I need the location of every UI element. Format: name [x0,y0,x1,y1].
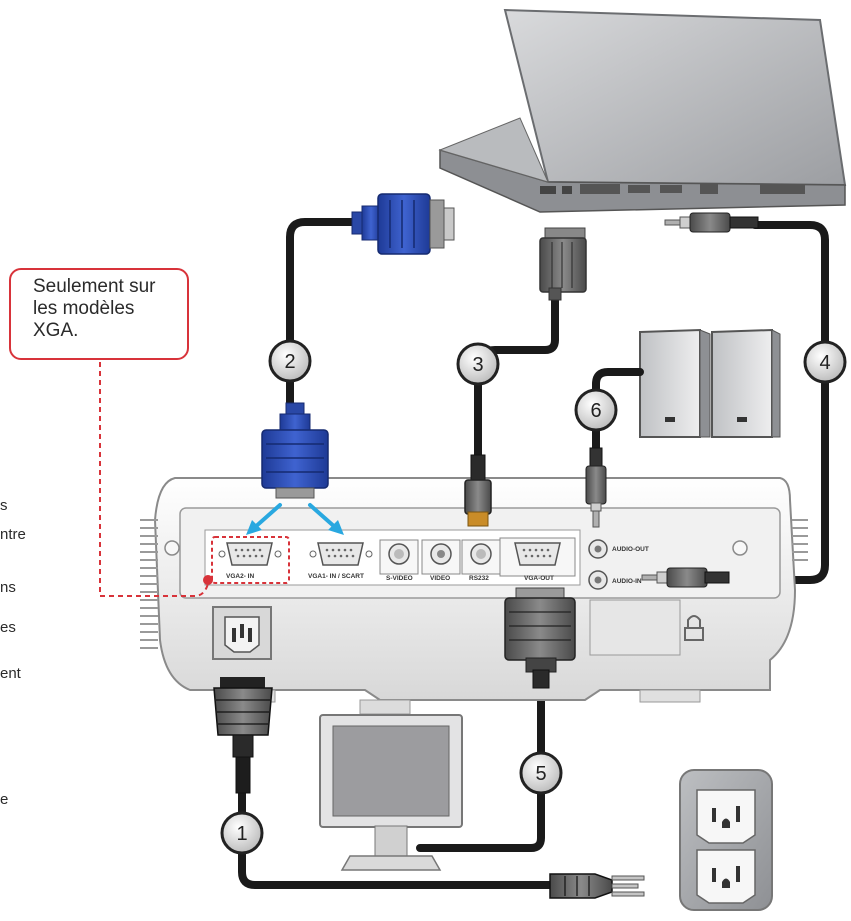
s-video-label: S-VIDEO [386,575,413,582]
xga-highlight-box [211,536,290,584]
lock-icon [684,615,704,641]
vga-out-port: VGA-OUT [499,537,576,582]
callout-leader-line [99,362,209,597]
svg-text:2: 2 [284,351,295,373]
cutoff-text-fragment: ent [0,665,21,682]
laptop-icon [438,8,847,213]
audio-in-label: AUDIO-IN [612,578,642,585]
svg-text:5: 5 [535,763,546,785]
arrow-head-left [246,520,262,535]
rs232-label: RS232 [469,575,489,582]
cutoff-text-fragment: ntre [0,526,26,543]
rs232-connector-laptop [539,227,587,301]
power-plug-icon [549,873,645,899]
svg-text:6: 6 [590,400,601,422]
svg-text:4: 4 [819,352,830,374]
cables [238,218,829,889]
monitor-icon [319,714,463,871]
callout-line-2: les modèles [33,298,135,319]
power-cord-connector [213,677,273,794]
vga2-in-port: VGA2- IN [218,542,282,580]
cable-number-6: 6 [574,388,618,432]
vga1-in-label: VGA1- IN / SCART [308,573,364,580]
vga-connector-projector [261,402,329,499]
audio-in-port: AUDIO-IN [588,570,642,590]
vga2-in-label: VGA2- IN [226,573,254,580]
video-label: VIDEO [430,575,450,582]
xga-note-callout: Seulement sur les modèles XGA. [9,268,189,360]
cutoff-text-fragment: s [0,497,8,514]
vga-connector-laptop [351,193,455,255]
cable-number-5: 5 [519,751,563,795]
cutoff-text-fragment: es [0,619,16,636]
audio-out-port: AUDIO-OUT [588,539,649,559]
svg-text:1: 1 [236,823,247,845]
svg-text:3: 3 [472,354,483,376]
audio-out-label: AUDIO-OUT [612,546,649,553]
cable-number-4: 4 [803,340,847,384]
cable-number-3: 3 [456,342,500,386]
cable-number-2: 2 [268,339,312,383]
rs232-plug [464,454,492,527]
vga-connector-monitor-cable [504,587,576,689]
s-video-port: S-VIDEO [379,539,419,582]
ac-power-inlet [212,606,272,660]
cutoff-text-fragment: ns [0,579,16,596]
speaker-icon [639,328,781,438]
arrow-head-right [328,520,344,535]
cable-number-1: 1 [220,811,264,855]
vga-out-label: VGA-OUT [524,575,554,582]
audio-jack-projector [641,567,730,588]
callout-line-3: XGA. [33,320,79,341]
audio-jack-speaker-cable [585,447,607,528]
wall-outlet-icon [679,769,773,911]
video-port: VIDEO [421,539,461,582]
split-arrows [252,503,338,530]
audio-jack-top [664,212,759,233]
cutoff-text-fragment: e [0,791,9,808]
callout-leader-dot [203,575,213,585]
callout-line-1: Seulement sur [33,276,156,297]
vga1-in-port: VGA1- IN / SCART [308,542,373,580]
